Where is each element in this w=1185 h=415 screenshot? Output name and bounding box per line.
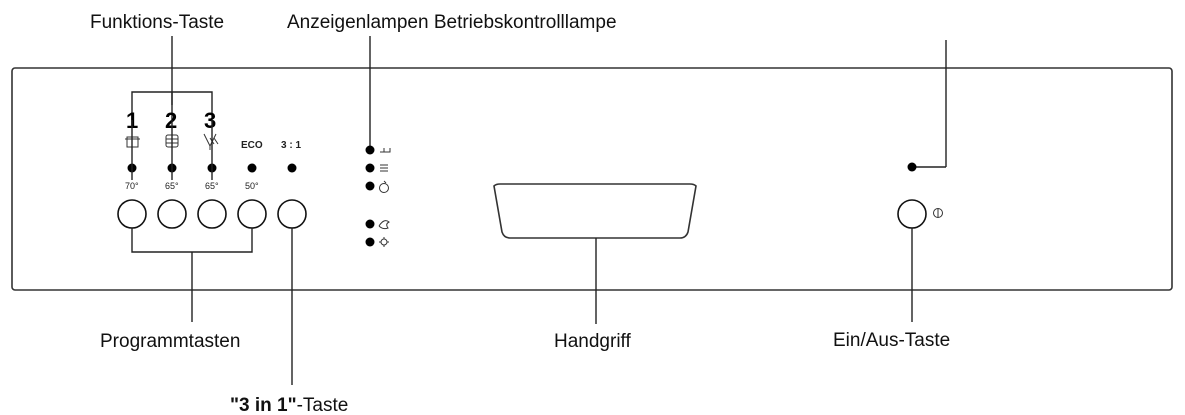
timer-icon (379, 180, 389, 193)
salt-icon (380, 164, 388, 172)
eco-label: ECO (241, 140, 263, 151)
handle[interactable] (493, 183, 697, 239)
temperature-label: 70° (125, 181, 139, 191)
program-indicator-lamp (247, 163, 257, 173)
program-button-2[interactable] (157, 199, 187, 229)
power-icon (933, 208, 943, 218)
temperature-label: 50° (245, 181, 259, 191)
program-button-1[interactable] (117, 199, 147, 229)
label-function-key: Funktions-Taste (90, 12, 224, 33)
label-indicator-lamps: Anzeigenlampen Betriebskontrolllampe (287, 12, 617, 33)
label-on-off-key: Ein/Aus-Taste (833, 330, 950, 351)
on-off-button[interactable] (897, 199, 927, 229)
indicator-lamp (365, 237, 375, 247)
label-three-in-one-rest: -Taste (297, 395, 349, 415)
program-button-3[interactable] (197, 199, 227, 229)
indicator-lamp (365, 145, 375, 155)
indicator-lamp (365, 219, 375, 229)
tap-icon (380, 148, 391, 153)
label-three-in-one-bold: "3 in 1" (230, 395, 297, 415)
function-number-2: 2 (165, 108, 177, 133)
drying-icon (379, 237, 389, 247)
three-in-one-button[interactable] (277, 199, 307, 229)
function-number-3: 3 (204, 108, 216, 133)
label-three-in-one-key: "3 in 1"-Taste (230, 395, 348, 415)
operation-control-lamp (907, 162, 917, 172)
temperature-label: 65° (165, 181, 179, 191)
control-panel (11, 67, 1173, 291)
three-in-one-code-label: 3 : 1 (281, 140, 301, 151)
label-handle: Handgriff (554, 331, 631, 352)
program-button-eco[interactable] (237, 199, 267, 229)
indicator-lamp (365, 181, 375, 191)
indicator-lamp (365, 163, 375, 173)
program-indicator-lamp (287, 163, 297, 173)
rinse-aid-icon (378, 220, 390, 230)
temperature-label: 65° (205, 181, 219, 191)
label-program-keys: Programmtasten (100, 331, 240, 352)
